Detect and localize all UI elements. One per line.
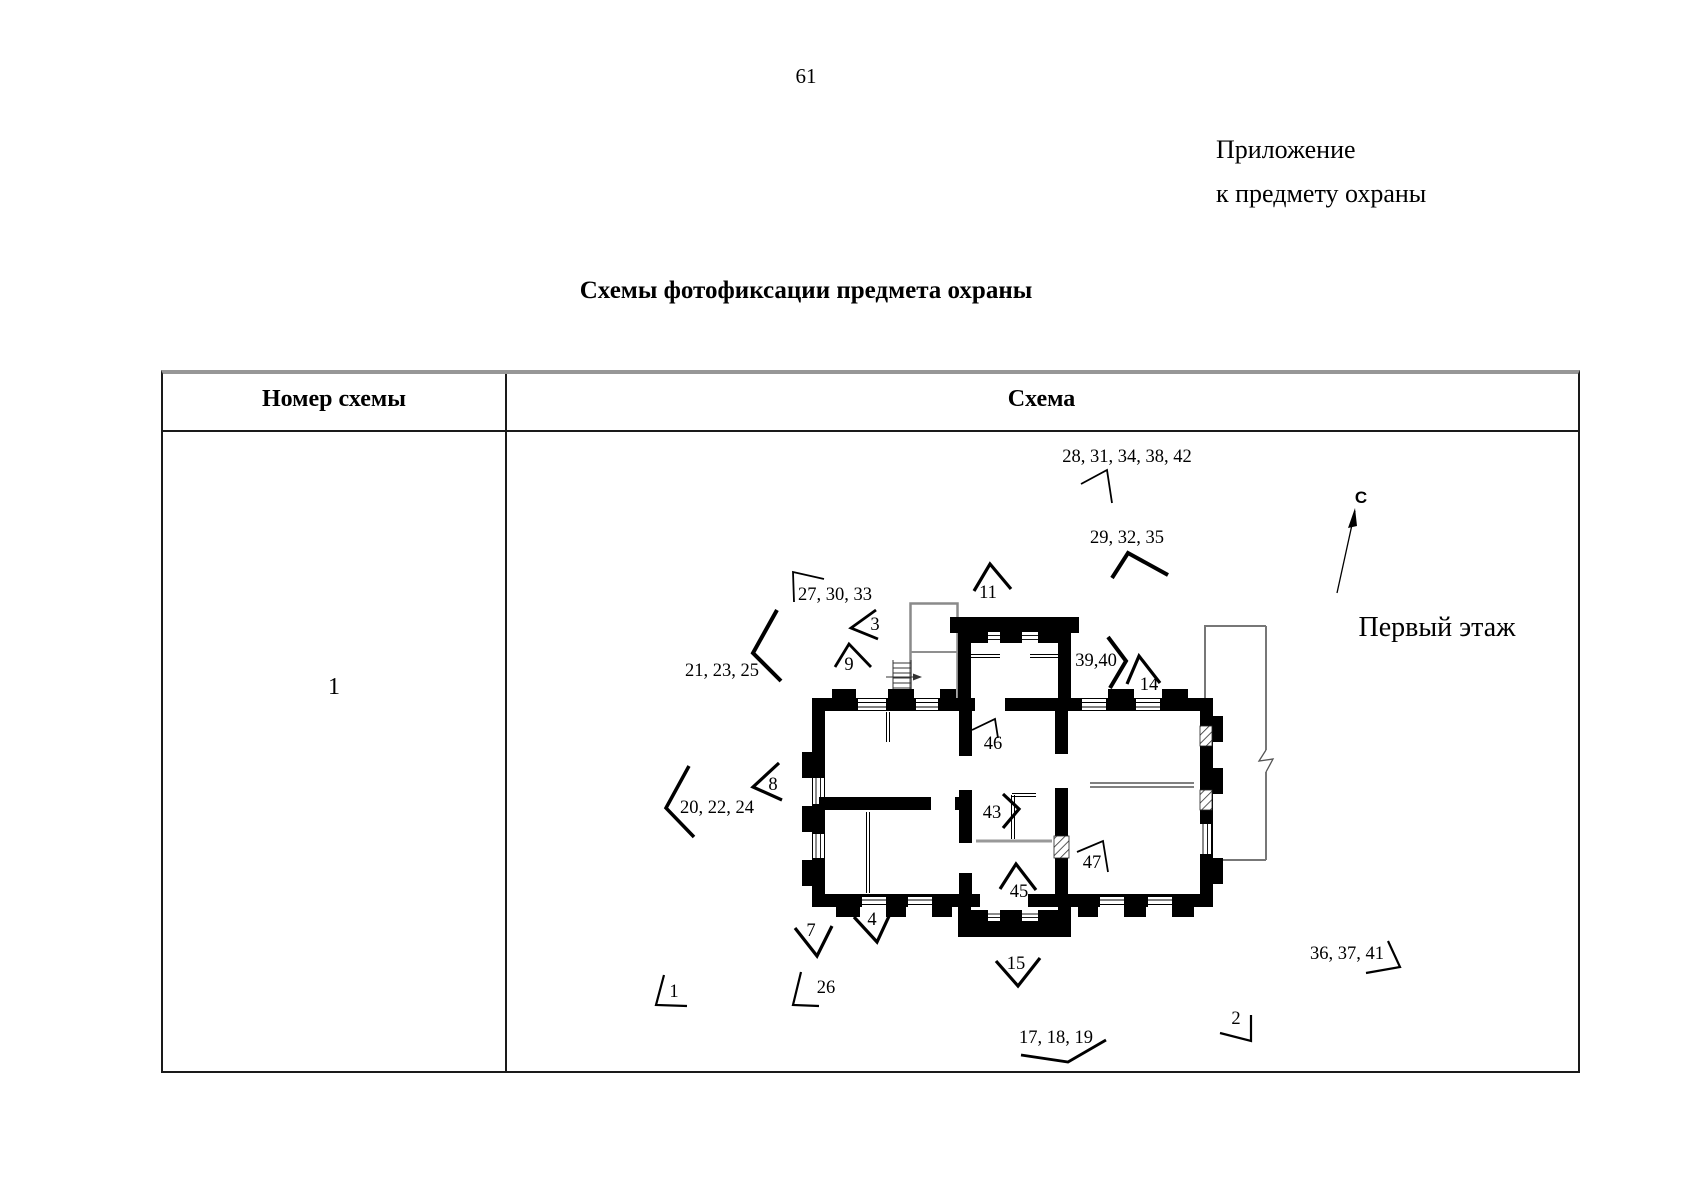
marker-arrow bbox=[998, 861, 1038, 891]
porch-outline bbox=[1204, 625, 1275, 861]
north-label: С bbox=[1355, 488, 1367, 507]
marker-label: 14 bbox=[1140, 675, 1159, 695]
marker-label: 9 bbox=[844, 655, 853, 675]
marker-label: 43 bbox=[983, 803, 1002, 823]
photo-markers-layer: 28, 31, 34, 38, 42 29, 32, 35 11 27, 30, 33… bbox=[654, 447, 1402, 1064]
marker-label: 29, 32, 35 bbox=[1090, 528, 1164, 548]
marker-arrow bbox=[750, 609, 783, 683]
photo-marker: 28, 31, 34, 38, 42 bbox=[1062, 447, 1192, 504]
photo-marker: 45 bbox=[998, 861, 1038, 902]
photo-marker: 8 bbox=[750, 761, 783, 802]
photo-marker: 2 bbox=[1219, 1009, 1253, 1043]
marker-arrow bbox=[1219, 1015, 1253, 1043]
appendix-line-2: к предмету охраны bbox=[1216, 179, 1427, 208]
marker-arrow bbox=[1076, 839, 1109, 873]
marker-label: 8 bbox=[768, 775, 777, 795]
marker-arrow bbox=[833, 641, 873, 668]
header-scheme-number: Номер схемы bbox=[261, 386, 407, 412]
photo-marker: 4 bbox=[852, 910, 892, 945]
photo-marker: 36, 37, 41 bbox=[1310, 940, 1402, 975]
marker-arrow bbox=[1020, 1038, 1107, 1064]
scheme-number-cell: 1 bbox=[328, 674, 340, 700]
photo-marker: 46 bbox=[971, 717, 1003, 754]
photo-marker: 14 bbox=[1125, 652, 1162, 695]
marker-label: 45 bbox=[1010, 882, 1029, 902]
break-symbol bbox=[1257, 749, 1275, 773]
marker-arrow bbox=[1365, 940, 1402, 975]
marker-arrow bbox=[1106, 635, 1129, 690]
photo-marker: 1 bbox=[654, 974, 688, 1008]
photo-marker: 3 bbox=[848, 608, 880, 641]
schemes-table: Номер схемы Схема 1 bbox=[161, 370, 1580, 1073]
marker-arrow bbox=[848, 608, 879, 641]
marker-label: 11 bbox=[979, 583, 997, 603]
marker-arrow bbox=[1110, 550, 1169, 580]
marker-arrow bbox=[972, 561, 1013, 592]
interior-walls bbox=[819, 705, 1194, 900]
photo-marker: 17, 18, 19 bbox=[1019, 1028, 1107, 1064]
marker-label: 2 bbox=[1231, 1009, 1240, 1029]
photo-marker: 7 bbox=[793, 921, 834, 959]
wall-hatch bbox=[1199, 725, 1213, 747]
appendix-block: Приложение к предмету охраны bbox=[1216, 128, 1426, 216]
photo-marker: 9 bbox=[833, 641, 873, 675]
photo-marker: 27, 30, 33 bbox=[792, 570, 872, 605]
north-arrow-head bbox=[1348, 508, 1357, 528]
marker-arrow bbox=[750, 761, 783, 802]
marker-arrow bbox=[792, 570, 825, 603]
marker-label: 15 bbox=[1007, 954, 1026, 974]
page-number: 61 bbox=[795, 64, 817, 88]
north-arrow: С bbox=[1336, 488, 1367, 594]
marker-label: 4 bbox=[867, 910, 876, 930]
marker-arrow bbox=[994, 957, 1042, 989]
appendix-line-1: Приложение bbox=[1216, 135, 1356, 164]
marker-label: 3 bbox=[870, 615, 879, 635]
marker-label: 27, 30, 33 bbox=[798, 585, 872, 605]
marker-arrow bbox=[1125, 652, 1162, 685]
marker-label: 39,40 bbox=[1075, 651, 1117, 671]
marker-arrow bbox=[1001, 792, 1022, 830]
marker-label: 36, 37, 41 bbox=[1310, 944, 1384, 964]
photo-marker: 39,40 bbox=[1075, 635, 1129, 690]
marker-arrow bbox=[791, 971, 820, 1008]
marker-arrow bbox=[793, 925, 834, 959]
wall-hatch bbox=[1053, 835, 1070, 859]
column-divider bbox=[505, 374, 507, 1071]
marker-label: 7 bbox=[806, 921, 815, 941]
photo-marker: 26 bbox=[791, 971, 836, 1008]
wall-hatch bbox=[1199, 789, 1213, 811]
marker-label: 28, 31, 34, 38, 42 bbox=[1062, 447, 1192, 467]
photo-marker: 11 bbox=[972, 561, 1013, 603]
floor-label: Первый этаж bbox=[1358, 612, 1516, 643]
marker-arrow bbox=[971, 717, 999, 739]
photo-marker: 43 bbox=[983, 792, 1022, 830]
document-title: Схемы фотофиксации предмета охраны bbox=[579, 277, 1033, 304]
marker-label: 20, 22, 24 bbox=[680, 798, 754, 818]
stairs-icon bbox=[886, 660, 922, 694]
table-header-row bbox=[163, 374, 1578, 432]
photo-marker: 20, 22, 24 bbox=[663, 765, 754, 839]
marker-arrow bbox=[852, 913, 892, 945]
marker-arrow bbox=[654, 974, 688, 1008]
photo-marker: 21, 23, 25 bbox=[685, 609, 783, 683]
photo-marker: 47 bbox=[1076, 839, 1109, 873]
marker-label: 1 bbox=[669, 982, 678, 1002]
marker-label: 26 bbox=[817, 978, 836, 998]
marker-label: 21, 23, 25 bbox=[685, 661, 759, 681]
marker-label: 47 bbox=[1083, 853, 1102, 873]
marker-arrow bbox=[1080, 468, 1113, 504]
marker-label: 17, 18, 19 bbox=[1019, 1028, 1093, 1048]
marker-label: 46 bbox=[984, 734, 1003, 754]
stair-annex bbox=[886, 602, 959, 701]
header-scheme: Схема bbox=[1007, 386, 1076, 412]
marker-arrow bbox=[663, 765, 696, 839]
photo-marker: 15 bbox=[994, 954, 1042, 989]
photo-marker: 29, 32, 35 bbox=[1090, 528, 1169, 580]
